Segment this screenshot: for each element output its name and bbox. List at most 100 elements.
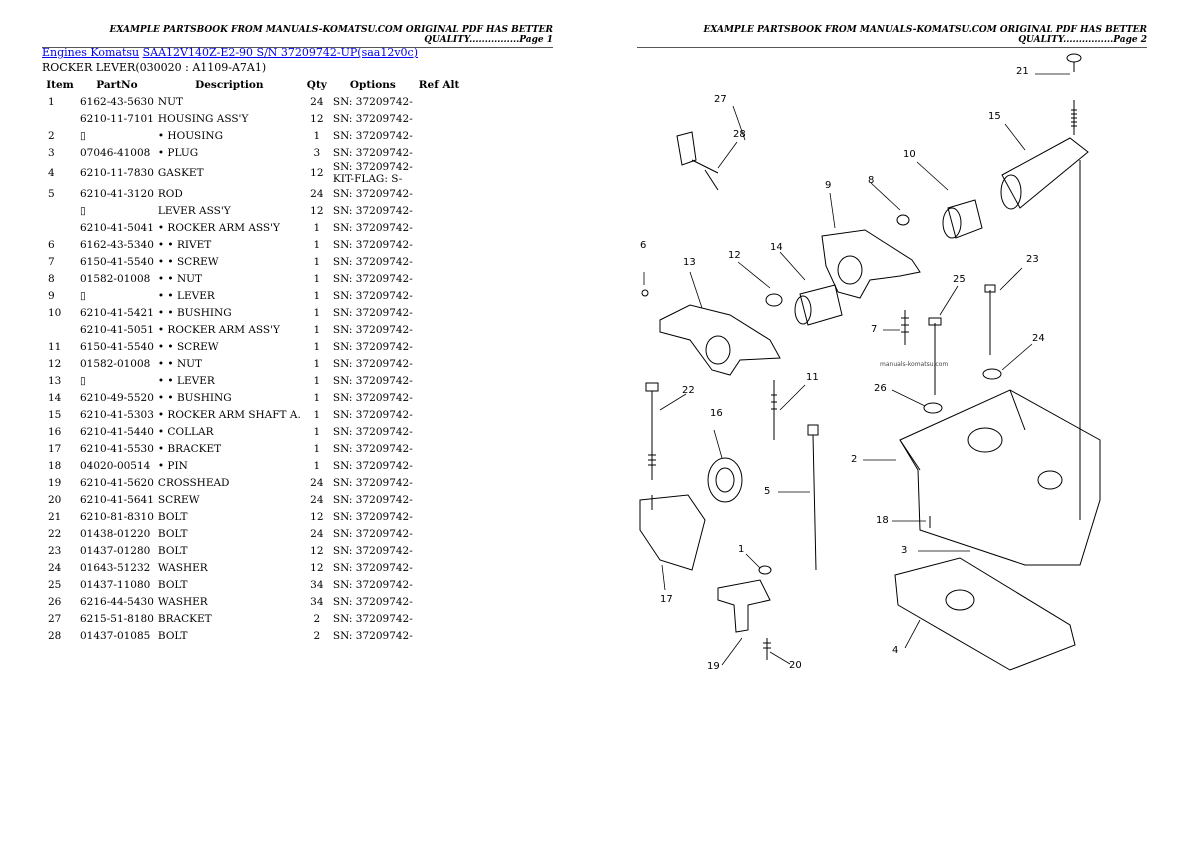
callout-5: 5: [764, 486, 771, 497]
part-number-cell: 6216-44-5430: [80, 595, 154, 608]
ref-alt-cell: [415, 440, 464, 457]
part-9-rocker: [821, 229, 921, 299]
description-cell: BOLT: [157, 510, 188, 523]
item-number-cell: 13: [48, 374, 62, 387]
ref-alt-cell: [415, 423, 464, 440]
description-cell: • PLUG: [157, 146, 199, 159]
item-number-cell: 12: [48, 357, 62, 370]
item-number-cell: 24: [48, 561, 62, 574]
callout-13: 13: [683, 257, 696, 268]
quantity-cell: 1: [313, 221, 321, 234]
description-cell: SCREW: [157, 493, 200, 506]
quantity-cell: 3: [313, 146, 321, 159]
callout-24: 24: [1032, 333, 1045, 344]
quantity-cell: 1: [313, 238, 321, 251]
description-cell: • PIN: [157, 459, 188, 472]
callout-25: 25: [953, 274, 966, 285]
description-cell: • • LEVER: [157, 289, 215, 302]
options-cell: SN: 37209742-: [332, 204, 413, 217]
item-number-cell: 10: [48, 306, 62, 319]
part-number-cell: 04020-00514: [80, 459, 151, 472]
ref-alt-cell: [415, 338, 464, 355]
description-cell: BOLT: [157, 527, 188, 540]
quantity-cell: 12: [310, 544, 324, 557]
options-cell: SN: 37209742-: [332, 272, 413, 285]
item-number-cell: 19: [48, 476, 62, 489]
quantity-cell: 24: [310, 476, 324, 489]
callout-4: 4: [892, 645, 899, 656]
part-17-bracket: [639, 494, 706, 571]
item-number-cell: [42, 202, 78, 219]
item-number-cell: 28: [48, 629, 62, 642]
watermark: manuals-komatsu.com: [880, 361, 949, 368]
breadcrumb: Engines Komatsu SAA12V140Z-E2-90 S/N 372…: [42, 46, 418, 59]
ref-alt-cell: [415, 372, 464, 389]
description-cell: • BRACKET: [157, 442, 222, 455]
description-cell: LEVER ASS'Y: [157, 204, 231, 217]
options-cell: SN: 37209742-: [332, 493, 413, 506]
ref-alt-cell: [415, 406, 464, 423]
part-number-cell: 6150-41-5540: [80, 255, 154, 268]
quantity-cell: 24: [310, 493, 324, 506]
column-header-options: Options: [349, 78, 396, 91]
callout-11: 11: [806, 372, 819, 383]
quantity-cell: 1: [313, 129, 321, 142]
quantity-cell: 1: [313, 391, 321, 404]
part-25-bolt: [928, 317, 942, 395]
quantity-cell: 1: [313, 323, 321, 336]
part-number-cell: 6210-41-5620: [80, 476, 154, 489]
part-number-cell: 01437-01280: [80, 544, 151, 557]
ref-alt-cell: [415, 355, 464, 372]
part-number-cell: 6215-51-8180: [80, 612, 154, 625]
part-number-cell: 6150-41-5540: [80, 340, 154, 353]
item-number-cell: [42, 219, 78, 236]
description-cell: • ROCKER ARM SHAFT A.: [157, 408, 301, 421]
quantity-cell: 34: [310, 595, 324, 608]
ref-alt-cell: [415, 559, 464, 576]
part-10-collar: [942, 199, 983, 239]
description-cell: • HOUSING: [157, 129, 223, 142]
callout-2: 2: [851, 454, 858, 465]
description-cell: • • LEVER: [157, 374, 215, 387]
description-cell: • • NUT: [157, 357, 203, 370]
item-number-cell: 22: [48, 527, 62, 540]
quantity-cell: 2: [313, 612, 321, 625]
callout-28: 28: [733, 129, 746, 140]
options-cell: SN: 37209742-: [332, 374, 413, 387]
callout-12: 12: [728, 250, 741, 261]
options-cell: SN: 37209742-: [332, 629, 413, 642]
part-14-bushing: [794, 284, 843, 326]
breadcrumb-link-engines[interactable]: Engines Komatsu: [42, 46, 140, 59]
options-cell: SN: 37209742-: [332, 187, 413, 200]
callout-15: 15: [988, 111, 1001, 122]
ref-alt-cell: [415, 253, 464, 270]
description-cell: ROD: [157, 187, 183, 200]
item-number-cell: 14: [48, 391, 62, 404]
description-cell: BRACKET: [157, 612, 212, 625]
options-cell: SN: 37209742-: [332, 442, 413, 455]
part-6-rivet: [641, 289, 649, 297]
ref-alt-cell: [415, 474, 464, 491]
part-number-cell: 07046-41008: [80, 146, 151, 159]
quantity-cell: 34: [310, 578, 324, 591]
options-cell: SN: 37209742-: [332, 112, 413, 125]
breadcrumb-link-model[interactable]: SAA12V140Z-E2-90 S/N 37209742-UP(saa12v0…: [142, 46, 419, 59]
part-number-cell: 01582-01008: [80, 357, 151, 370]
callout-27: 27: [714, 94, 727, 105]
description-cell: • • RIVET: [157, 238, 212, 251]
